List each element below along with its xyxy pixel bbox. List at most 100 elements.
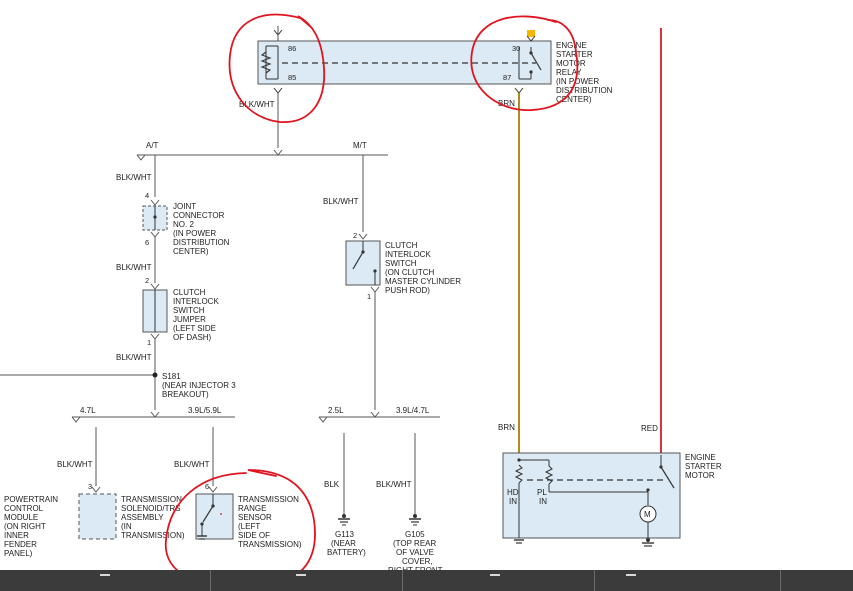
range-sensor-name-line: RANGE [238,504,266,513]
trs-solenoid-box [78,493,117,540]
toolbar-icon[interactable] [100,574,110,584]
branch-25-icon [318,416,328,423]
range-sensor-name-line: SIDE OF [238,531,270,540]
relay-coil-icon [260,51,272,74]
wire-label-blk-wht: BLK/WHT [323,197,359,206]
trs-solenoid-name-line: SOLENOID/TRS [121,504,181,513]
hd-label: IN [509,497,517,506]
pcm-name-line: MODULE [4,513,38,522]
g113-node [342,514,346,518]
branch-label-mt: M/T [353,141,367,150]
hd-label: HD [507,488,519,497]
relay-name-line: STARTER [556,50,593,59]
starter-name-line: MOTOR [685,471,715,480]
relay-switch-arm-icon [530,52,542,71]
starter-ground-node [646,538,650,542]
toolbar-divider [210,570,211,591]
pcm-name-line: INNER [4,531,29,540]
joint-connector-name-line: CENTER) [173,247,209,256]
clutch-switch-name-line: SWITCH [385,259,417,268]
starter-switch-contact [646,488,650,492]
relay-name-line: CENTER) [556,95,592,104]
joint-connector-node [153,215,157,219]
splice-name-line: S181 [162,372,181,381]
pin87-connector-icon [514,87,524,94]
pin30-fuse-icon [527,30,535,37]
joint-connector-name-line: CONNECTOR [173,211,225,220]
clutch-switch-name-line: PUSH ROD) [385,286,430,295]
clutch-jumper-pin-bottom: 1 [147,338,151,347]
pin30-connector-icon [526,35,536,42]
connector-chevron-icon [150,333,160,340]
range-sensor-name-line: (LEFT [238,522,260,531]
joint-connector-pin-top: 4 [145,191,149,200]
branch-split-icon [150,411,160,418]
clutch-switch-name-line: (ON CLUTCH [385,268,435,277]
motor-label: M [644,510,651,519]
automatic-transmission-branch: BLK/WHT 4 6 JOINT CONNECTOR NO. 2 (IN PO… [0,155,302,558]
starter-name-line: STARTER [685,462,722,471]
relay-name-line: MOTOR [556,59,586,68]
wire-label-blk: BLK [324,480,340,489]
g113-name-line: G113 [335,530,355,539]
g105-name-line: COVER, [402,557,433,566]
g105-name-line: (TOP REAR [393,539,436,548]
clutch-jumper-name-line: INTERLOCK [173,297,219,306]
relay-pin-30: 30 [512,44,520,53]
trs-solenoid-name-line: (IN [121,522,132,531]
clutch-switch-pin-bottom: 1 [367,292,371,301]
clutch-switch-pin-top: 2 [353,231,357,240]
toolbar-icon[interactable] [490,574,500,584]
clutch-jumper-name-line: OF DASH) [173,333,212,342]
range-sensor-switch-icon [202,505,214,523]
clutch-switch-name-line: INTERLOCK [385,250,431,259]
g105-name-line: OF VALVE [396,548,434,557]
toolbar-divider [780,570,781,591]
relay-pin-86: 86 [288,44,296,53]
range-sensor-name-line: TRANSMISSION [238,495,299,504]
joint-connector-name-line: DISTRIBUTION [173,238,230,247]
relay-coil-circle-annotation [228,13,326,123]
pl-label: PL [537,488,547,497]
pcm-name-line: CONTROL [4,504,44,513]
g105-node [413,514,417,518]
wire-label-blk-wht: BLK/WHT [174,460,210,469]
clutch-jumper-name-line: (LEFT SIDE [173,324,216,333]
relay-control-circuit: BLK/WHT A/T M/T [136,93,388,161]
toolbar-icon[interactable] [296,574,306,584]
branch-47-icon [71,416,81,423]
joint-connector-name-line: (IN POWER [173,229,216,238]
branch-label-2-5l: 2.5L [328,406,344,415]
joint-connector-pin-bottom: 6 [145,238,149,247]
manual-transmission-branch: BLK/WHT 2 1 CLUTCH INTERLOCK SWITCH (ON … [318,155,461,575]
pull-in-coil-icon [544,465,554,485]
connector-chevron-icon [150,283,160,290]
connector-chevron-icon [150,199,160,206]
connector-chevron-icon [208,486,218,493]
engine-starter-motor-box [502,452,681,539]
pin85-connector-icon [273,87,283,94]
wire-label-blk-wht: BLK/WHT [116,263,152,272]
toolbar-divider [402,570,403,591]
wire-label-brn: BRN [498,99,515,108]
branch-split-icon [370,411,380,418]
relay-name-line: DISTRIBUTION [556,86,613,95]
trs-solenoid-name-line: TRANSMISSION) [121,531,185,540]
hold-in-coil-icon [514,464,524,484]
pcm-name-line: POWERTRAIN [4,495,58,504]
toolbar-icon[interactable] [626,574,636,584]
joint-connector-name-line: JOINT [173,202,196,211]
starter-name-line: ENGINE [685,453,716,462]
pl-label: IN [539,497,547,506]
splice-name-line: (NEAR INJECTOR 3 [162,381,236,390]
engine-starter-motor-relay: 86 85 30 87 ENGINE STARTER MOTOR RELAY (… [257,26,613,104]
range-sensor-name-line: TRANSMISSION) [238,540,302,549]
connector-chevron-icon [150,231,160,238]
pcm-name-line: FENDER [4,540,37,549]
wire-label-blk-wht: BLK/WHT [376,480,412,489]
branch-at-icon [136,154,146,161]
splice-s181-node [152,372,158,378]
relay-name-line: ENGINE [556,41,587,50]
relay-name-line: (IN POWER [556,77,599,86]
